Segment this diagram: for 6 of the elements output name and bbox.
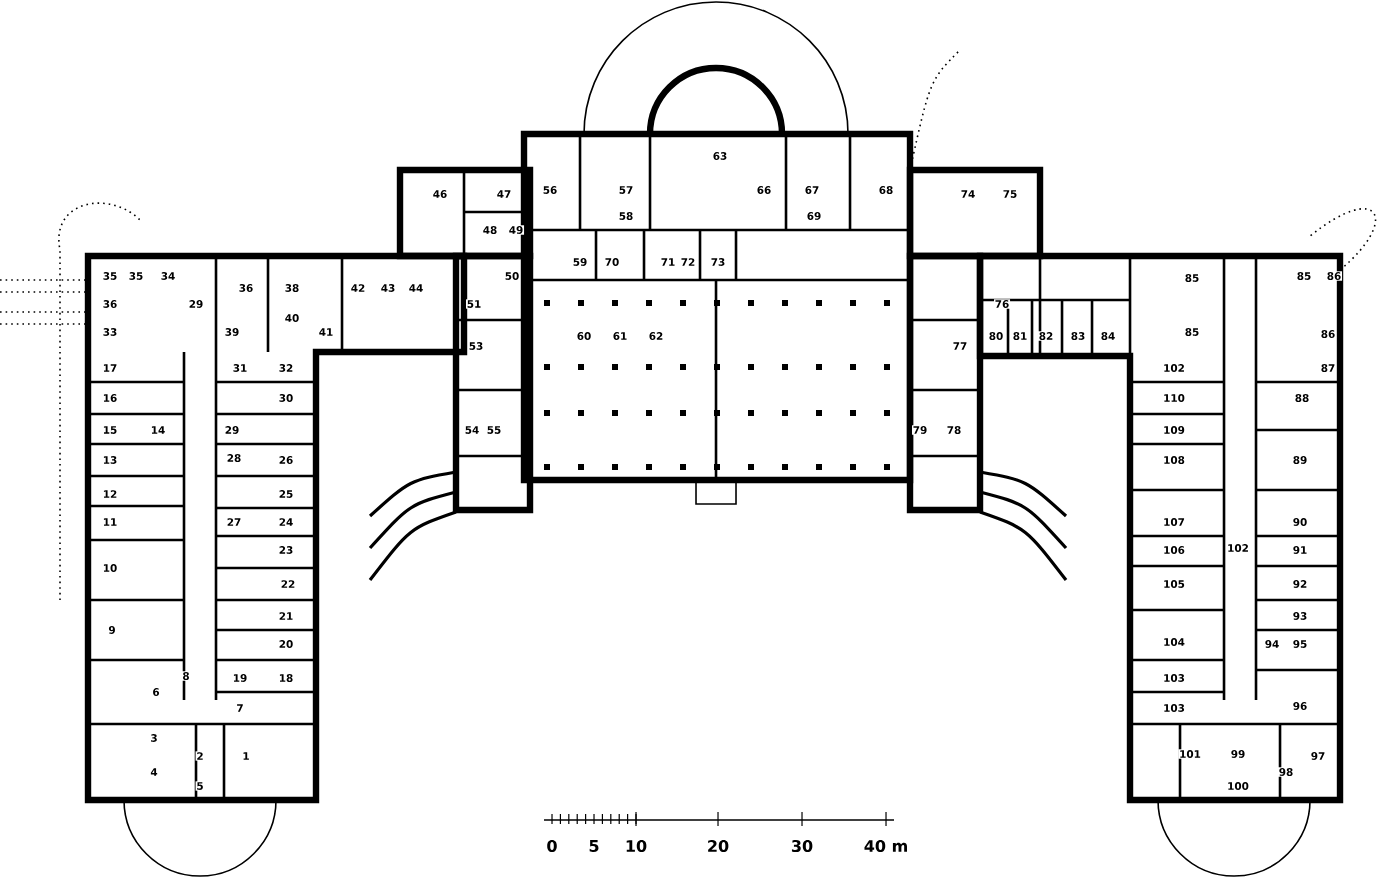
scale-label: 10 — [626, 839, 647, 853]
scale-label: 0 — [547, 839, 557, 853]
scale-label: 20 — [708, 839, 729, 853]
scale-label: 5 — [589, 840, 599, 852]
scale-label: 30 — [791, 839, 813, 853]
scale-label: 40 m — [864, 839, 907, 853]
